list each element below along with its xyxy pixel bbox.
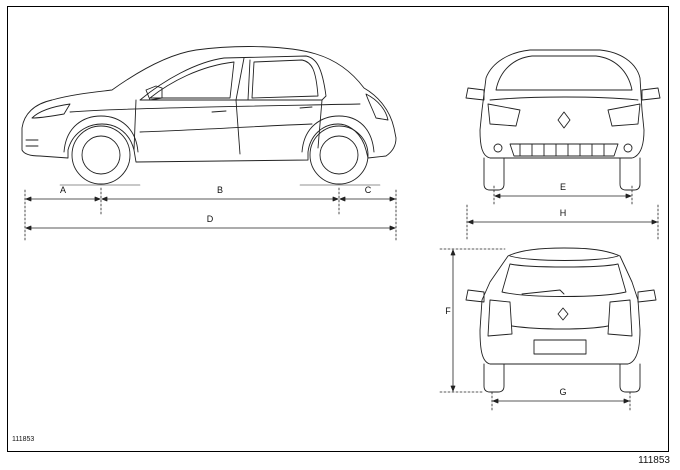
side-mirror [145, 85, 163, 101]
front-mirror-right [641, 87, 661, 101]
side-window-outline [139, 55, 327, 101]
rear-mirror-right [637, 289, 657, 303]
side-headlight [31, 103, 71, 119]
rear-light-right [607, 299, 633, 337]
rear-logo [557, 307, 569, 321]
rear-view [465, 247, 657, 393]
rear-wheel-tyre [309, 125, 369, 185]
dimension-label-f: F [445, 306, 451, 316]
dimension-label-c: C [365, 185, 372, 195]
front-mirror-left [465, 87, 485, 101]
dimension-label-h: H [560, 208, 567, 218]
side-window-split [235, 57, 251, 101]
rear-wiper [521, 289, 565, 295]
door-handle-rear [299, 106, 313, 109]
front-body-outline [479, 49, 645, 159]
diagram-frame [7, 6, 669, 452]
fog-light-right [623, 143, 633, 153]
side-dimensions [24, 187, 397, 243]
fog-light-left [493, 143, 503, 153]
front-wheel-arch [63, 115, 139, 153]
dimension-label-b: B [217, 185, 223, 195]
rear-body-outline [479, 247, 641, 365]
rear-dimensions [439, 248, 631, 411]
front-grille [509, 143, 619, 157]
side-taillight [365, 93, 389, 121]
front-wheel-tyre [71, 125, 131, 185]
rear-tyre-left [483, 363, 505, 393]
tailgate-line [511, 325, 609, 330]
front-tyre-left [483, 157, 505, 191]
dimension-label-d: D [207, 214, 214, 224]
front-view [465, 49, 661, 191]
rear-window [251, 59, 319, 99]
dimension-label-a: A [60, 185, 66, 195]
front-dimensions [466, 185, 659, 241]
side-crease [69, 103, 361, 113]
front-wheel-rim [81, 135, 121, 175]
front-headlight-left [487, 103, 521, 127]
rear-light-left [487, 299, 513, 337]
rear-mirror-left [465, 289, 485, 303]
figure-reference-inner: 111853 [12, 436, 35, 443]
front-window [149, 61, 235, 99]
side-body-outline [21, 46, 397, 163]
rear-spoiler [509, 255, 619, 261]
front-logo [557, 111, 571, 129]
dimension-label-e: E [560, 182, 566, 192]
figure-reference-outer: 111853 [638, 455, 670, 466]
door-lines [133, 99, 323, 155]
side-molding [139, 123, 313, 133]
rear-window [501, 263, 627, 297]
rear-wheel-rim [319, 135, 359, 175]
front-headlight-right [607, 103, 641, 127]
windscreen [495, 55, 633, 91]
door-handle-front [211, 110, 227, 113]
number-plate [533, 339, 587, 355]
front-bumper-vents [25, 139, 39, 147]
front-tyre-right [619, 157, 641, 191]
rear-wheel-arch [301, 115, 375, 153]
rear-tyre-right [619, 363, 641, 393]
dimension-label-g: G [559, 387, 566, 397]
side-view [21, 46, 397, 186]
bonnet-line [489, 96, 639, 101]
